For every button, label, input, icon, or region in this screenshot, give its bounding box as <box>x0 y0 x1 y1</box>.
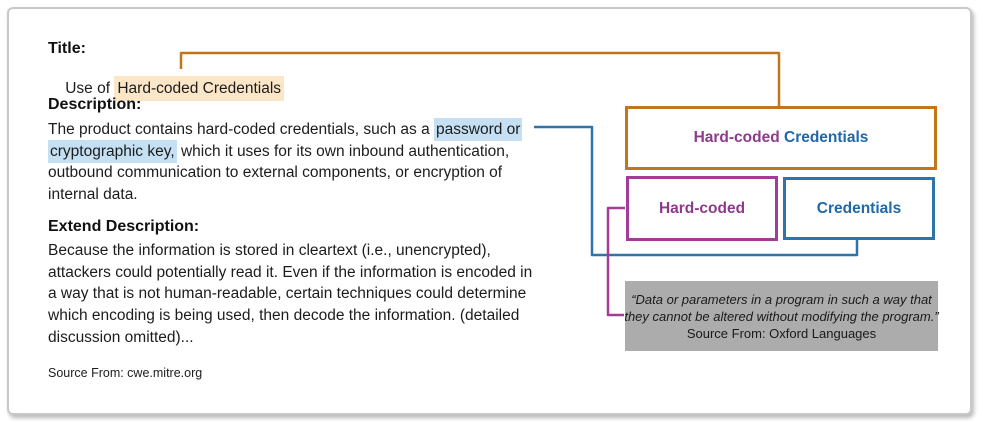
extend-description-line: attackers could potentially read it. Eve… <box>48 263 533 281</box>
extend-description-label: Extend Description: <box>48 218 200 235</box>
description-highlighted-text: cryptographic key, <box>48 139 177 163</box>
description-line: outbound communication to external compo… <box>48 164 503 182</box>
description-line: The product contains hard-coded credenti… <box>48 118 523 141</box>
description-text-segment: The product contains hard-coded credenti… <box>48 121 435 138</box>
quote-line: they cannot be altered without modifying… <box>624 308 939 324</box>
credentials-box-label: Credentials <box>816 199 902 217</box>
hard-coded-box-label: Hard-coded <box>658 199 746 217</box>
hard-coded-box: Hard-coded <box>626 176 778 241</box>
quote-line: “Data or parameters in a program in such… <box>631 291 932 307</box>
description-paragraph: The product contains hard-coded credenti… <box>48 118 523 206</box>
title-line: Use of Hard-coded Credentials <box>48 62 285 116</box>
credentials-word: Credentials <box>779 129 869 146</box>
quote-source: Source From: Oxford Languages <box>686 325 877 341</box>
description-highlighted-text: password or <box>434 118 523 141</box>
description-line: internal data. <box>48 186 138 204</box>
credentials-box: Credentials <box>783 177 935 240</box>
extend-description-line: which encoding is being used, then decod… <box>48 307 520 325</box>
definition-quote-box: “Data or parameters in a program in such… <box>624 281 939 351</box>
extend-description-line: discussion omitted)... <box>48 328 194 346</box>
description-line: cryptographic key, which it uses for its… <box>48 139 522 163</box>
description-label: Description: <box>48 96 142 113</box>
title-label: Title: <box>48 40 86 57</box>
extend-description-paragraph: Because the information is stored in cle… <box>48 240 532 349</box>
title-prefix: Use of <box>65 80 115 97</box>
hard-coded-word: Hard-coded <box>693 129 780 146</box>
description-text-segment: which it uses for its own inbound authen… <box>176 142 510 160</box>
source-attribution: Source From: cwe.mitre.org <box>48 366 203 380</box>
title-highlighted-text: Hard-coded Credentials <box>114 76 285 101</box>
extend-description-line: a way that is not human-readable, certai… <box>48 285 527 303</box>
extend-description-line: Because the information is stored in cle… <box>48 242 491 259</box>
hard-coded-credentials-box: Hard-coded Credentials <box>625 106 937 170</box>
